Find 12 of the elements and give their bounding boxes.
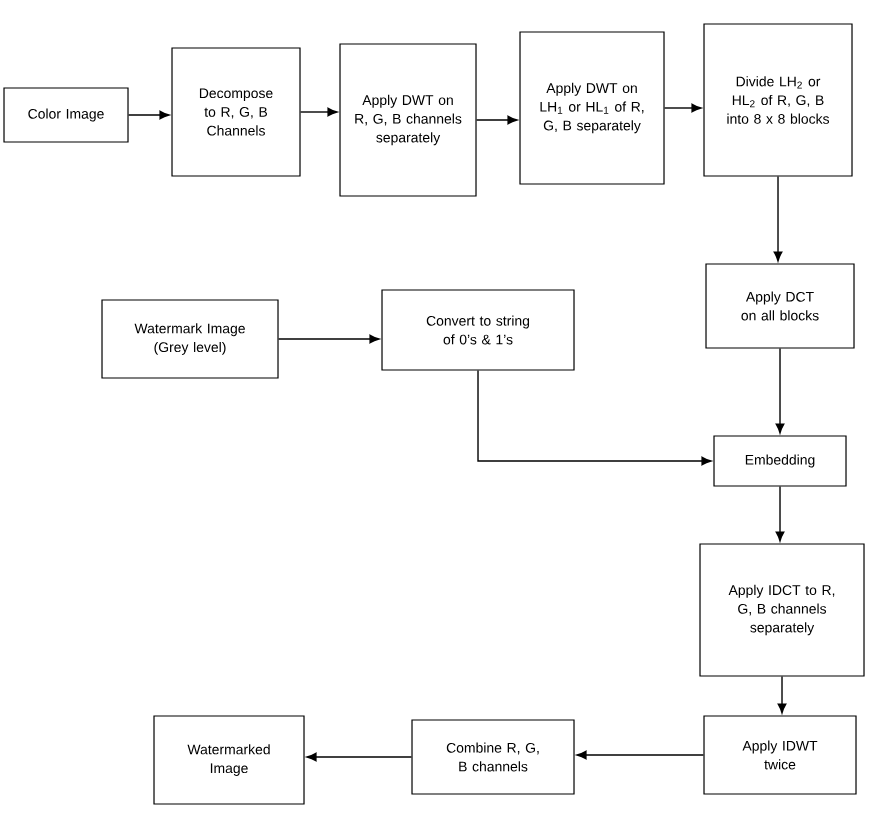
arrow (299, 107, 338, 117)
arrow (475, 115, 518, 125)
arrow (777, 675, 787, 714)
arrow (663, 103, 702, 113)
arrow (775, 485, 785, 542)
arrow (576, 750, 705, 760)
arrow (306, 752, 413, 762)
arrow (277, 334, 380, 344)
arrow (127, 110, 170, 120)
arrow (773, 175, 783, 262)
arrow (477, 369, 712, 466)
arrow (775, 347, 785, 434)
